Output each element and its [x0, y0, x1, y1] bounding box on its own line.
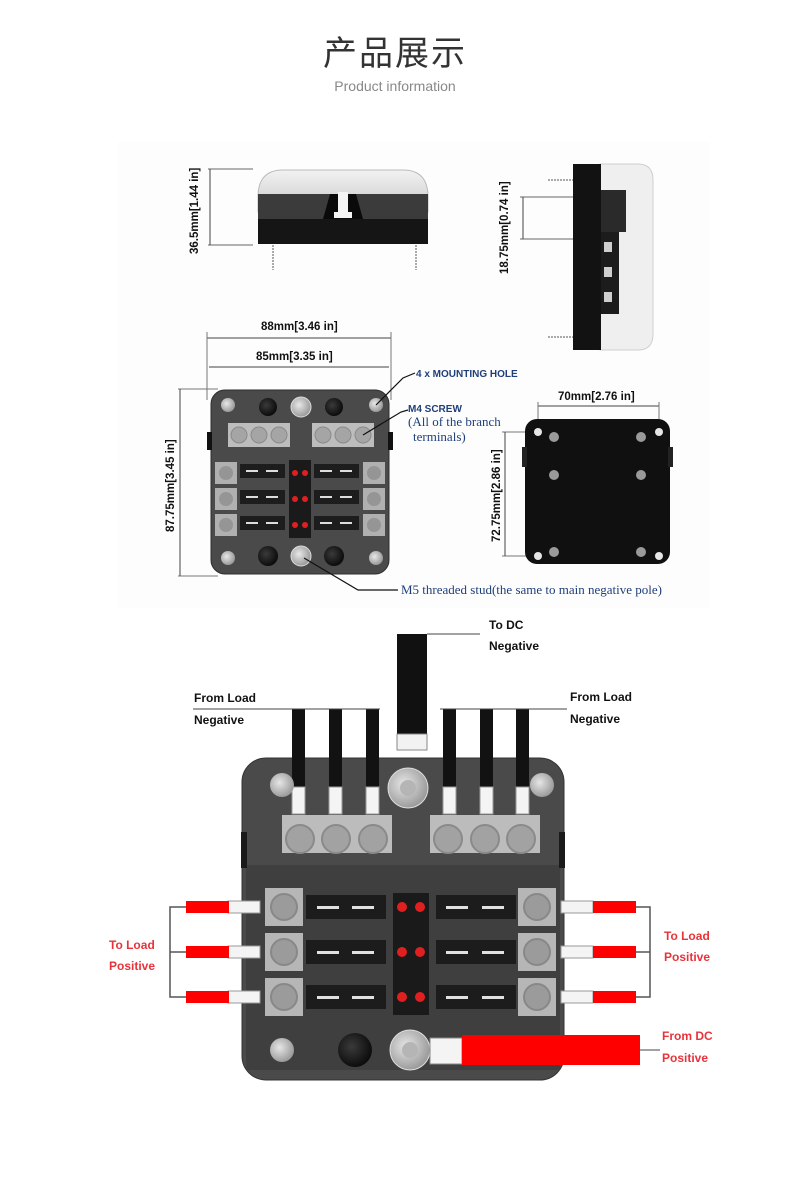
from-load-negative-right-line1: From Load [570, 690, 632, 704]
section-header: 产品展示 Product information [0, 0, 790, 100]
load-positive-wires-right [560, 900, 651, 1004]
load-positive-wires-left [169, 900, 261, 1004]
section-title: 产品展示 [323, 34, 467, 74]
from-dc-positive-line1: From DC [662, 1029, 713, 1043]
led-indicators [292, 470, 308, 528]
fuse-slots [265, 888, 556, 1016]
back-width-dimension-label: 70mm[2.76 in] [558, 391, 635, 403]
front-elevation-view: 36.5mm[1.44 in] [189, 168, 429, 270]
from-dc-positive-line2: Positive [662, 1051, 708, 1065]
mounting-hole-note: 4 x MOUNTING HOLE [416, 369, 518, 380]
m4-screw-note: M4 SCREW [408, 404, 462, 415]
m4-screw-detail-line2: terminals) [413, 429, 466, 444]
wiring-diagram: To DC Negative From Load Negative From L… [100, 610, 725, 1095]
from-load-negative-left-line1: From Load [194, 691, 256, 705]
m5-stud-note: M5 threaded stud(the same to main negati… [401, 582, 662, 597]
load-negative-wires [292, 709, 529, 789]
to-load-positive-left-line1: To Load [109, 938, 155, 952]
back-height-dimension-label: 72.75mm[2.86 in] [491, 449, 503, 542]
to-dc-negative-label-line2: Negative [489, 639, 539, 653]
m4-screw-detail-line1: (All of the branch [408, 414, 501, 429]
inner-width-dimension-label: 85mm[3.35 in] [256, 351, 333, 363]
from-load-negative-left-line2: Negative [194, 713, 244, 727]
front-height-dimension-label: 87.75mm[3.45 in] [165, 439, 177, 532]
to-load-positive-right-line1: To Load [664, 929, 710, 943]
outer-width-dimension-label: 88mm[3.46 in] [261, 321, 338, 333]
section-subtitle: Product information [334, 78, 456, 91]
to-dc-negative-label-line1: To DC [489, 618, 524, 632]
dc-positive-cable [389, 1029, 640, 1071]
to-load-positive-right-line2: Positive [664, 950, 710, 964]
to-load-positive-left-line2: Positive [109, 959, 155, 973]
side-profile-view: 18.75mm[0.74 in] [499, 163, 654, 351]
dimensions-diagram: 36.5mm[1.44 in] 18.75mm[0.74 in] [118, 142, 710, 608]
led-indicators [397, 902, 425, 1002]
from-load-negative-right-line2: Negative [570, 712, 620, 726]
top-view: 88mm[3.46 in] 85mm[3.35 in] 87.75mm[3.45… [165, 321, 662, 597]
height-dimension-label: 36.5mm[1.44 in] [189, 168, 201, 254]
dc-negative-cable [387, 634, 429, 809]
side-depth-dimension-label: 18.75mm[0.74 in] [499, 181, 511, 274]
negative-bus-bars [282, 815, 540, 854]
back-view: 70mm[2.76 in] 72.75mm[2.86 in] [491, 391, 673, 564]
